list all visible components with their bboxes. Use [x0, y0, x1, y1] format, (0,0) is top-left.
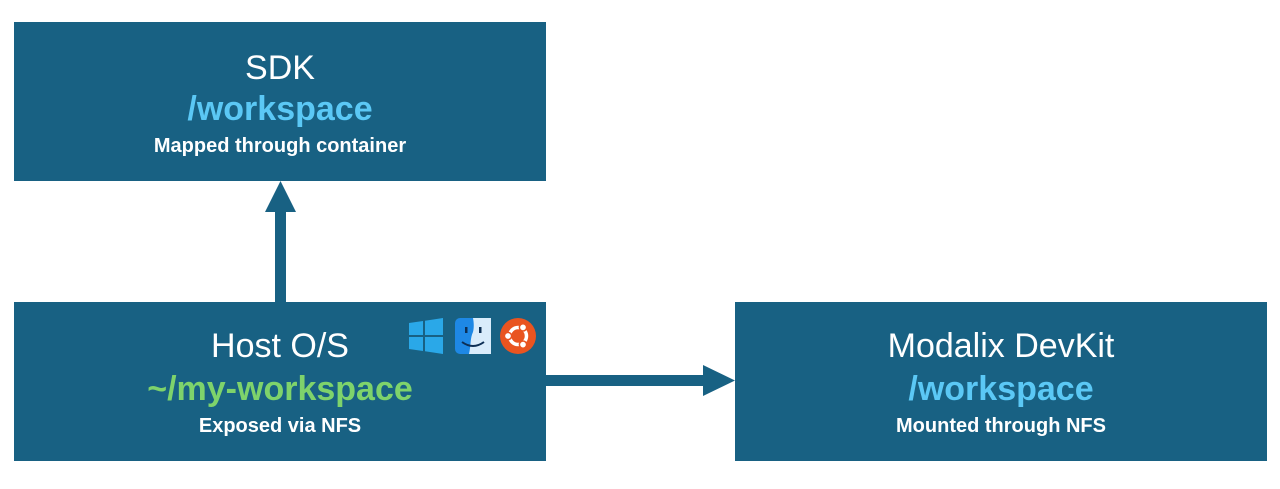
arrow-host-to-devkit-shaft [546, 375, 706, 386]
sdk-path: /workspace [187, 90, 373, 128]
windows-icon [409, 318, 443, 354]
devkit-title: Modalix DevKit [887, 327, 1115, 365]
devkit-path: /workspace [908, 370, 1094, 408]
sdk-note: Mapped through container [153, 135, 407, 157]
arrow-host-to-devkit-head [703, 365, 735, 396]
arrow-host-to-sdk-head [265, 181, 296, 212]
sdk-title: SDK [245, 49, 315, 87]
host-title: Host O/S [211, 327, 349, 365]
arrow-host-to-sdk-shaft [275, 210, 286, 302]
devkit-box: Modalix DevKit /workspace Mounted throug… [735, 302, 1267, 461]
macos-finder-icon [455, 318, 491, 354]
host-note: Exposed via NFS [198, 415, 362, 437]
ubuntu-icon [500, 318, 536, 354]
arrow-host-to-sdk [265, 181, 296, 302]
host-os-box: Host O/S ~/my-workspace Exposed via NFS [14, 302, 546, 461]
host-path: ~/my-workspace [147, 370, 413, 408]
arrow-host-to-devkit [546, 365, 735, 396]
sdk-box: SDK /workspace Mapped through container [14, 22, 546, 181]
devkit-note: Mounted through NFS [896, 415, 1106, 437]
os-icons [408, 318, 538, 354]
